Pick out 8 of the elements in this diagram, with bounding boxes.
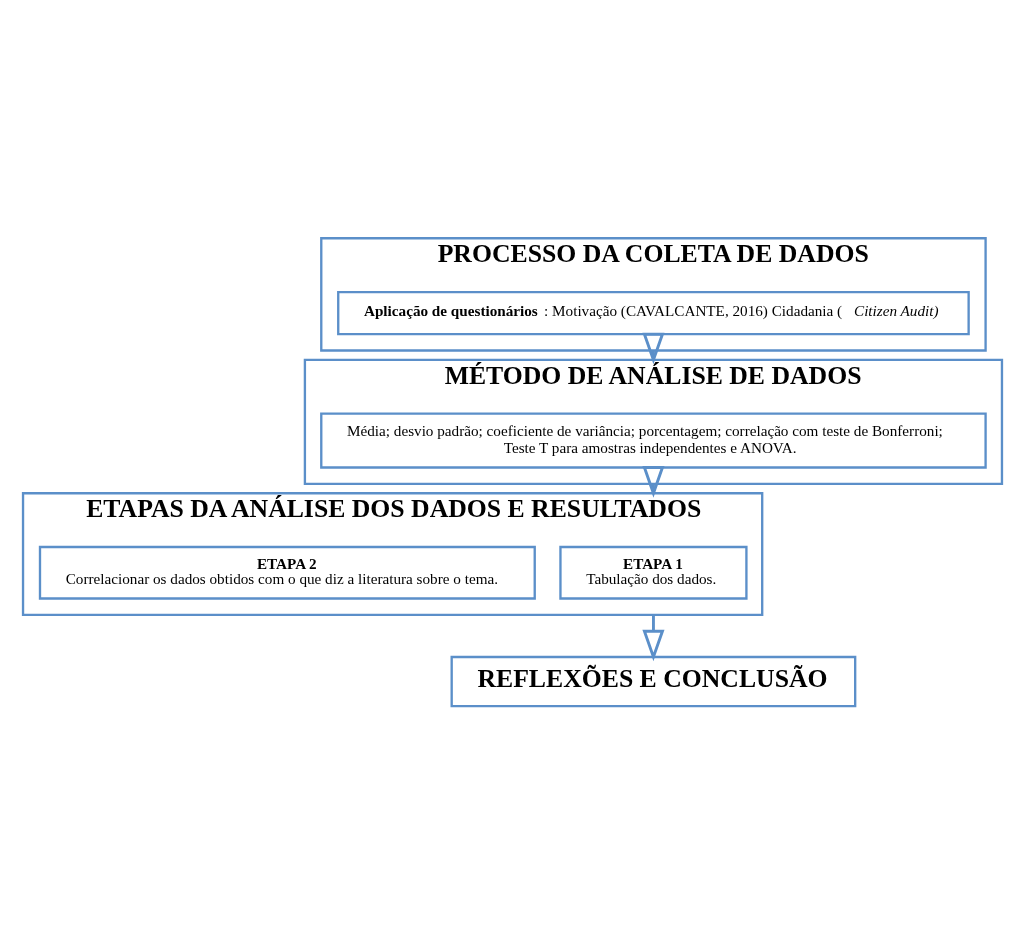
arrow [641, 332, 664, 365]
arrow [641, 614, 664, 662]
node-box: REFLEXÕES E CONCLUSÃO [450, 655, 856, 708]
node-box: Média; desvio padrão; coeficiente de variância; porcentagem; correlação com teste de Bonferroni; Teste T para amostras independentes e ANOVA. [319, 412, 987, 469]
arrow [641, 466, 664, 498]
node-box: ETAPA 2 Correlacionar os dados obtidos com o que diz a literatura sobre o tema. [38, 545, 536, 600]
node-box: ETAPA 1 Tabulação dos dados. [558, 545, 748, 600]
node-box: Aplicação de questionários : Motivação (CAVALCANTE, 2016) Cidadania (Citizen Audit) [336, 290, 970, 336]
